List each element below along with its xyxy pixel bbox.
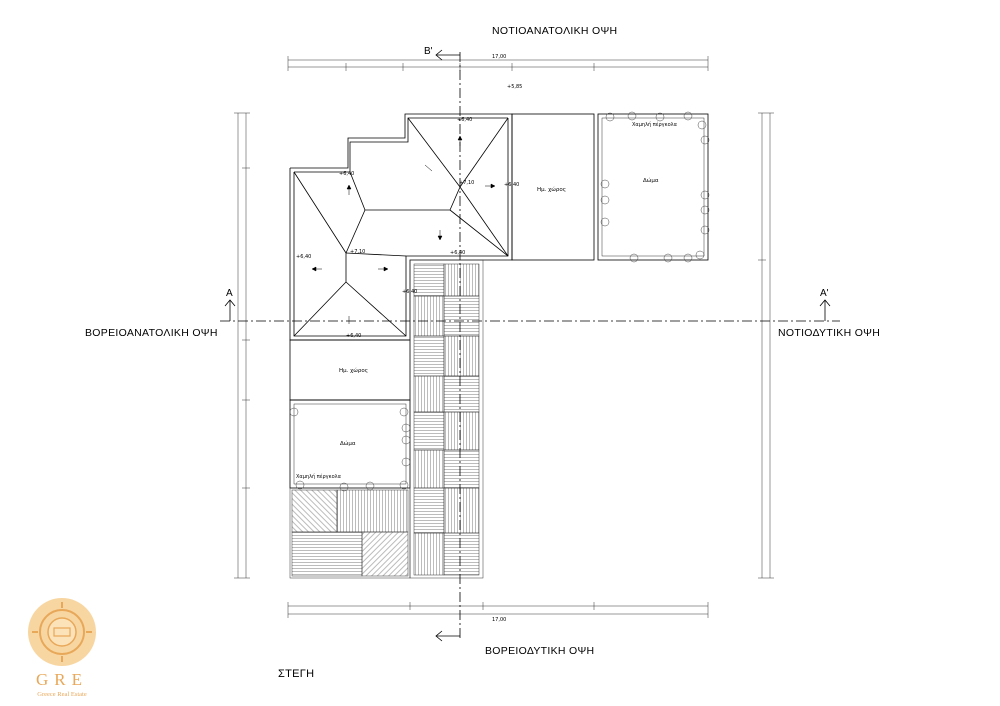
sun-seal-icon	[28, 598, 96, 666]
dim-total-top: 17,00	[492, 54, 506, 60]
room-upper-pergola: Χαμηλή πέργκολα	[632, 121, 678, 128]
level-5: +6,40	[504, 182, 519, 188]
room-upper-terrace: Δώμα	[643, 177, 659, 184]
dim-total-bottom: 17,00	[492, 617, 506, 623]
level-2: +6,40	[457, 117, 472, 123]
deck-hatching-lower	[289, 487, 411, 579]
dimension-top	[287, 56, 709, 71]
logo-letters: GRE	[36, 670, 88, 689]
level-1: +5,85	[507, 84, 522, 90]
view-label-left: ΒΟΡΕΙΟΑΝΑΤΟΛΙΚΗ ΟΨΗ	[85, 327, 218, 339]
room-lower-semi: Ημ. χώρος	[339, 367, 368, 374]
level-4: +7,10	[459, 180, 474, 186]
view-label-bottom: ΒΟΡΕΙΟΔΥΤΙΚΗ ΟΨΗ	[485, 645, 595, 657]
view-label-top: ΝΟΤΙΟΑΝΑΤΟΛΙΚΗ ΟΨΗ	[492, 25, 618, 37]
deck-hatching	[409, 259, 484, 579]
lower-annex	[289, 339, 411, 489]
slope-arrows	[311, 135, 496, 324]
level-7: +7,10	[350, 249, 365, 255]
view-label-right: ΝΟΤΙΟΔΥΤΙΚΗ ΟΨΗ	[778, 327, 881, 339]
room-lower-terrace: Δώμα	[340, 440, 356, 447]
level-8: +6,40	[450, 250, 465, 256]
level-3: +6,40	[339, 171, 354, 177]
dimension-left	[234, 112, 250, 579]
section-label-b: B'	[424, 46, 433, 57]
section-line-b	[435, 49, 461, 642]
room-lower-pergola: Χαμηλή πέργκολα	[296, 473, 342, 480]
section-line-a	[220, 299, 840, 322]
level-10: +6,40	[346, 333, 361, 339]
level-9: +6,40	[402, 289, 417, 295]
logo-subtitle: Greece Real Estate	[37, 691, 87, 698]
level-6: +6,40	[296, 254, 311, 260]
section-label-a-left: A	[226, 288, 233, 299]
section-label-a-right: A'	[820, 288, 829, 299]
dimension-bottom	[287, 602, 709, 618]
drawing-title: ΣΤΕΓΗ	[278, 668, 315, 680]
dimension-right	[758, 112, 774, 579]
room-upper-semi: Ημ. χώρος	[537, 186, 566, 193]
plant-symbols	[289, 111, 710, 492]
company-logo: GRE Greece Real Estate	[22, 596, 102, 706]
